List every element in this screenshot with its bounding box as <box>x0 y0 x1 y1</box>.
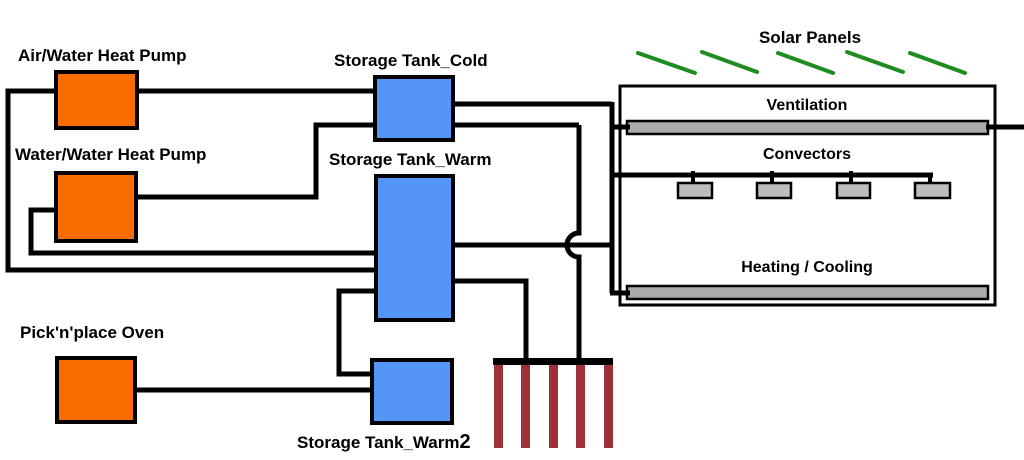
pipe-airwater-to-warm-tank <box>5 88 378 273</box>
convector-unit <box>913 181 952 200</box>
pipe-waterwater-to-warm-tank <box>28 207 378 256</box>
ventilation-bar <box>625 119 990 136</box>
air-water-heat-pump-label: Air/Water Heat Pump <box>18 46 186 65</box>
water-water-heat-pump-box <box>54 171 138 243</box>
solar-panel-line <box>908 51 967 75</box>
radiator-fin <box>549 365 558 448</box>
pick-n-place-oven-box <box>55 356 137 424</box>
water-water-heat-pump-label: Water/Water Heat Pump <box>15 145 206 164</box>
solar-panel-line <box>845 50 905 74</box>
convectors-label: Convectors <box>763 146 851 163</box>
radiator-fin <box>494 365 503 448</box>
radiator-fin <box>604 365 613 448</box>
storage-tank-warm2-label-text: Storage Tank_Warm <box>297 433 460 452</box>
convectors-group <box>676 181 952 200</box>
storage-tank-cold-box <box>373 75 455 142</box>
pipe-waterwater-to-cold-tank <box>135 122 377 200</box>
storage-tank-cold-label: Storage Tank_Cold <box>334 51 488 70</box>
solar-panel-line <box>776 51 835 75</box>
solar-panel-line <box>700 50 759 74</box>
heating-cooling-label: Heating / Cooling <box>741 259 873 276</box>
storage-tank-warm-label: Storage Tank_Warm <box>329 150 492 169</box>
storage-tank-warm2-box <box>370 358 454 425</box>
radiator-header-bar <box>493 358 613 365</box>
radiator-fin <box>576 365 585 448</box>
solar-panel-line <box>636 51 697 75</box>
solar-panels-label: Solar Panels <box>759 28 861 47</box>
storage-tank-warm2-label: Storage Tank_Warm2 <box>297 431 471 453</box>
radiator-fin <box>521 365 530 448</box>
pipe-warm-tank-to-radiator <box>452 278 529 361</box>
convector-unit <box>835 181 872 200</box>
air-water-heat-pump-box <box>54 70 139 130</box>
convector-stems <box>691 171 932 184</box>
radiator <box>493 358 613 448</box>
pick-n-place-oven-label: Pick'n'place Oven <box>20 323 164 342</box>
storage-tank-warm2-label-number: 2 <box>460 431 471 453</box>
storage-tank-warm-box <box>374 174 455 322</box>
solar-panels-group <box>636 50 967 75</box>
heating-cooling-bar <box>625 284 990 301</box>
convector-unit <box>676 181 714 200</box>
pipe-warm-to-warm2 <box>336 288 378 377</box>
convector-unit <box>755 181 793 200</box>
ventilation-label: Ventilation <box>767 97 848 114</box>
pipe-cold-line-to-radiator-with-hop <box>564 125 582 361</box>
pipe-network <box>5 88 1024 393</box>
